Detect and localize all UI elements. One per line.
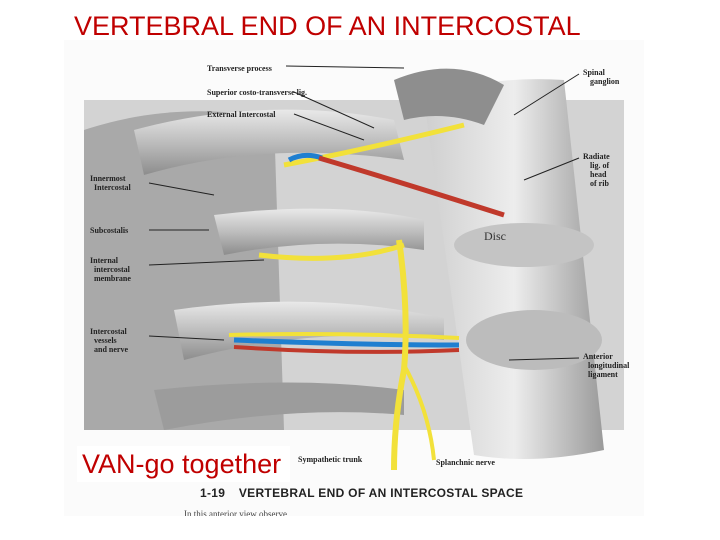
left-muscle-mass [84, 111, 284, 430]
anatomy-drawing [84, 65, 624, 471]
label-anterior-1: Anterior [583, 352, 613, 361]
rib-bottom [154, 382, 404, 430]
label-splanchnic-nerve: Splanchnic nerve [436, 458, 495, 467]
label-spinal-ganglion-1: Spinal [583, 68, 605, 77]
lower-vein [233, 337, 460, 348]
label-superior-costo-transverse: Superior costo-transverse lig. [207, 88, 308, 97]
anatomy-illustration: Transverse process Superior costo-transv… [64, 40, 644, 516]
label-radiate-2: lig. of [590, 161, 610, 170]
label-external-intercostal: External Intercostal [207, 110, 276, 119]
leader-lines [148, 65, 580, 361]
label-radiate-4: of rib [590, 179, 609, 188]
figure-number: 1-19 [200, 486, 226, 500]
sympathetic-trunk [391, 239, 409, 471]
vertebral-body [466, 310, 602, 370]
label-vessels-3: and nerve [94, 345, 128, 354]
transverse-process [394, 68, 504, 125]
splanchnic-nerve [402, 364, 436, 461]
label-radiate-3: head [590, 170, 607, 179]
cut-off-text: In this anterior view observe [184, 509, 287, 516]
rib-middle [214, 208, 424, 255]
rib-lower [174, 301, 444, 360]
label-sympathetic-trunk: Sympathetic trunk [298, 455, 363, 464]
label-anterior-3: ligament [588, 370, 618, 379]
label-disc: Disc [484, 229, 506, 243]
lower-nerve [228, 332, 460, 340]
label-vessels-1: Intercostal [90, 327, 127, 336]
label-transverse-process: Transverse process [207, 64, 272, 73]
label-anterior-2: longitudinal [588, 361, 630, 370]
upper-vein [287, 152, 323, 163]
label-spinal-ganglion-2: ganglion [590, 77, 620, 86]
caption-box [77, 446, 290, 482]
label-innermost-2: Intercostal [94, 183, 131, 192]
label-innermost-1: Innermost [90, 174, 126, 183]
label-internal-2: intercostal [94, 265, 130, 274]
label-internal-1: Internal [90, 256, 118, 265]
rib-upper [134, 109, 404, 175]
middle-nerve [258, 242, 405, 261]
caption-text: VAN-go together [82, 449, 282, 479]
upper-artery [318, 155, 505, 218]
figure-title: VERTEBRAL END OF AN INTERCOSTAL SPACE [238, 486, 524, 500]
lower-artery [233, 345, 460, 354]
label-radiate-1: Radiate [583, 152, 610, 161]
label-internal-3: membrane [94, 274, 131, 283]
label-subcostalis: Subcostalis [90, 226, 129, 235]
figure-caption: 1-19 VERTEBRAL END OF AN INTERCOSTAL SPA… [200, 486, 523, 500]
upper-nerve [283, 122, 465, 168]
intervertebral-disc [454, 223, 594, 267]
label-vessels-2: vessels [94, 336, 117, 345]
